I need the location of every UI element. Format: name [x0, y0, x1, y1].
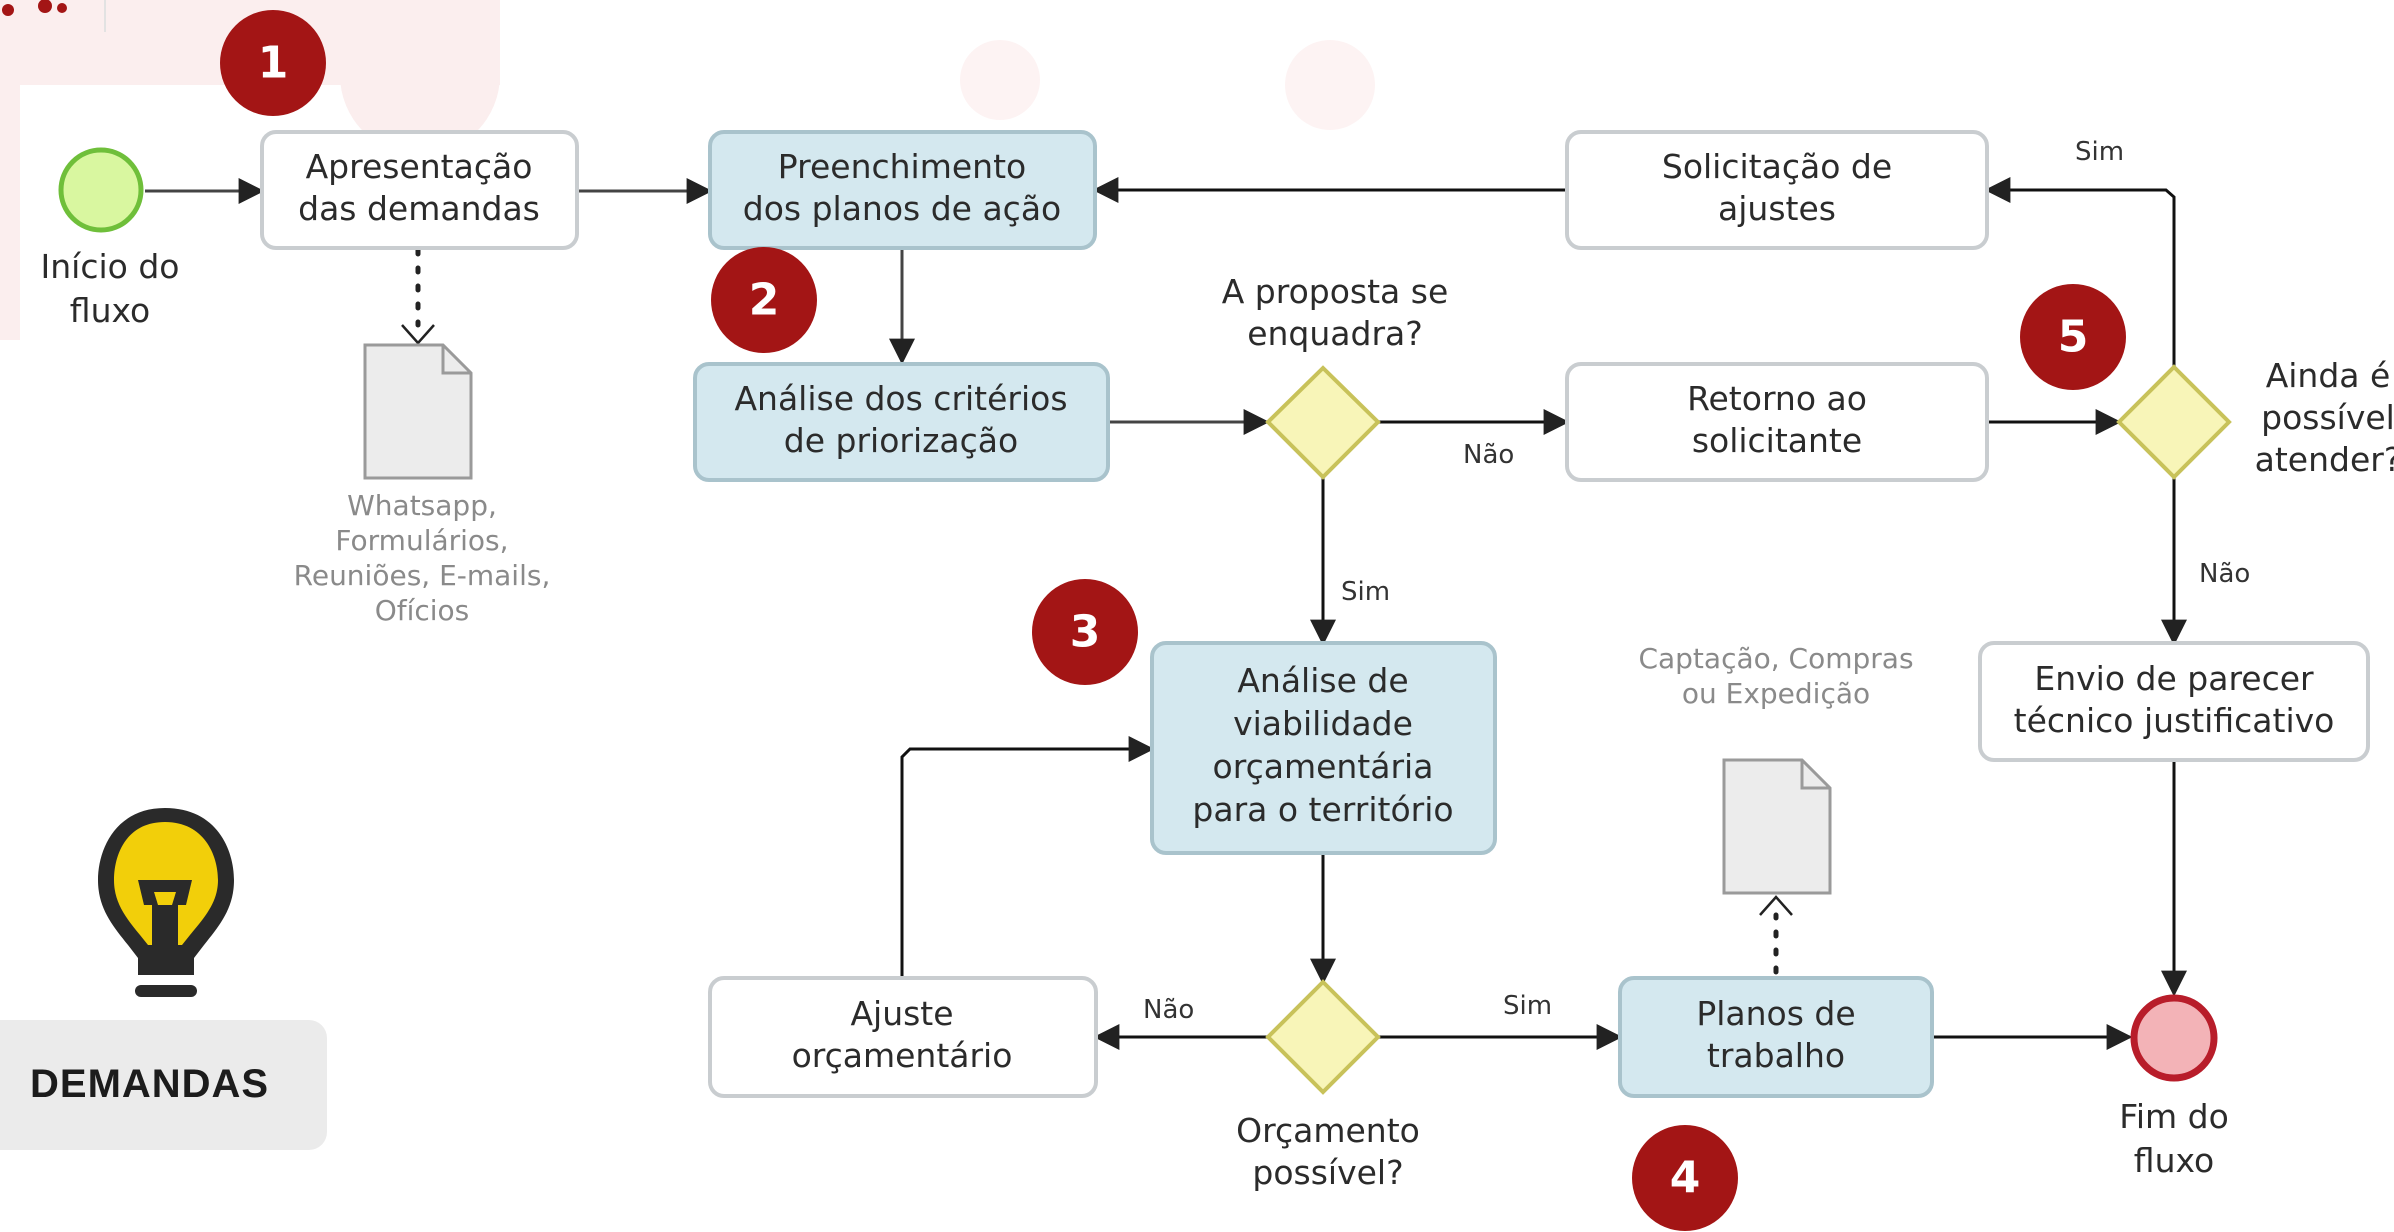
task-solicitacao: Solicitação de ajustes: [1565, 130, 1989, 250]
step-badge-4-label: 4: [1670, 1153, 1701, 1204]
data-object-canais-line4: Ofícios: [375, 594, 470, 627]
edge-label-nao-retorno: Não: [1463, 440, 1514, 470]
task-envio-parecer: Envio de parecer técnico justificativo: [1978, 641, 2370, 762]
task-preenchimento-line2: dos planos de ação: [743, 189, 1061, 228]
end-event-label-line2: fluxo: [2134, 1141, 2214, 1180]
gateway-orcamento-line2: possível?: [1252, 1153, 1403, 1192]
data-object-destinos: Captação, Compras ou Expedição: [1638, 642, 1914, 895]
edge-label-sim-viabilidade: Sim: [1341, 577, 1390, 607]
edge-label-sim-top: Sim: [2075, 137, 2124, 167]
task-planos-trabalho-line1: Planos de: [1696, 994, 1855, 1033]
end-event-circle: [2130, 994, 2218, 1082]
task-retorno-line1: Retorno ao: [1687, 379, 1867, 418]
data-object-canais-line1: Whatsapp,: [347, 489, 497, 522]
step-badge-1-label: 1: [258, 38, 289, 89]
lightbulb-icon: [98, 808, 234, 997]
edge-label-nao-ajuste: Não: [1143, 995, 1194, 1025]
task-solicitacao-line1: Solicitação de: [1662, 147, 1892, 186]
task-solicitacao-line2: ajustes: [1718, 189, 1836, 228]
task-viabilidade-line2: viabilidade: [1233, 704, 1413, 743]
gateway-possivel-line3: atender?: [2255, 440, 2394, 479]
document-icon: [363, 343, 473, 480]
gateway-proposta-line2: enquadra?: [1247, 314, 1423, 353]
task-viabilidade-line1: Análise de: [1237, 661, 1408, 700]
task-preenchimento-line1: Preenchimento: [778, 147, 1026, 186]
task-apresentacao-line1: Apresentação: [306, 147, 533, 186]
sequence-flows: [145, 177, 2187, 1050]
task-analise-criterios: Análise dos critérios de priorização: [693, 362, 1110, 482]
data-object-canais: Whatsapp, Formulários, Reuniões, E-mails…: [294, 343, 551, 627]
gateway-possivel: Ainda é possível atender?: [2116, 356, 2394, 480]
start-event: Início do fluxo: [41, 147, 180, 330]
task-viabilidade: Análise de viabilidade orçamentária para…: [1150, 641, 1497, 855]
category-badge: DEMANDAS: [0, 1020, 327, 1150]
task-apresentacao: Apresentação das demandas: [260, 130, 579, 250]
task-envio-parecer-line1: Envio de parecer: [2034, 659, 2314, 698]
step-badge-3-label: 3: [1070, 607, 1101, 658]
flow-ajuste-viabilidade: [900, 736, 1155, 978]
step-badge-2-label: 2: [749, 275, 780, 326]
task-analise-criterios-line2: de priorização: [784, 421, 1018, 460]
step-badge-5: 5: [2020, 284, 2126, 390]
task-envio-parecer-line2: técnico justificativo: [2014, 701, 2335, 740]
task-planos-trabalho-line2: trabalho: [1707, 1036, 1845, 1075]
gateway-possivel-line1: Ainda é: [2266, 356, 2391, 395]
task-planos-trabalho: Planos de trabalho: [1618, 976, 1934, 1098]
edge-label-sim-planos: Sim: [1503, 991, 1552, 1021]
task-apresentacao-line2: das demandas: [298, 189, 540, 228]
data-object-destinos-line2: ou Expedição: [1682, 677, 1870, 710]
data-object-canais-line2: Formulários,: [335, 524, 508, 557]
gateway-possivel-line2: possível: [2261, 398, 2394, 437]
task-ajuste: Ajuste orçamentário: [708, 976, 1098, 1098]
task-viabilidade-line3: orçamentária: [1213, 747, 1434, 786]
task-viabilidade-line4: para o território: [1192, 790, 1453, 829]
task-ajuste-line1: Ajuste: [850, 994, 953, 1033]
gateway-proposta: A proposta se enquadra?: [1222, 272, 1449, 480]
flow-possivel-solicitacao: [1984, 177, 2176, 367]
edge-labels: Sim Não Sim Não Não Sim: [1143, 137, 2250, 1025]
step-badge-1: 1: [220, 10, 326, 116]
gateway-proposta-line1: A proposta se: [1222, 272, 1449, 311]
task-preenchimento: Preenchimento dos planos de ação: [708, 130, 1097, 250]
start-event-circle: [58, 147, 144, 233]
data-object-destinos-line1: Captação, Compras: [1638, 642, 1913, 675]
task-retorno: Retorno ao solicitante: [1565, 362, 1989, 482]
end-event-label-line1: Fim do: [2119, 1097, 2229, 1136]
start-event-label-line2: fluxo: [70, 291, 150, 330]
task-analise-criterios-line1: Análise dos critérios: [734, 379, 1067, 418]
task-retorno-line2: solicitante: [1692, 421, 1862, 460]
task-ajuste-line2: orçamentário: [792, 1036, 1013, 1075]
end-event: Fim do fluxo: [2119, 994, 2229, 1180]
step-badge-5-label: 5: [2058, 312, 2089, 363]
step-badge-2: 2: [711, 247, 817, 353]
gateway-orcamento-line1: Orçamento: [1236, 1111, 1420, 1150]
background-decoration: [0, 0, 1375, 340]
category-badge-label: DEMANDAS: [30, 1062, 270, 1106]
document-icon: [1722, 758, 1832, 895]
step-badge-4: 4: [1632, 1125, 1738, 1231]
step-badge-3: 3: [1032, 579, 1138, 685]
edge-label-nao-envio: Não: [2199, 559, 2250, 589]
data-object-canais-line3: Reuniões, E-mails,: [294, 559, 551, 592]
start-event-label-line1: Início do: [41, 247, 180, 286]
gateway-orcamento: Orçamento possível?: [1236, 979, 1420, 1192]
